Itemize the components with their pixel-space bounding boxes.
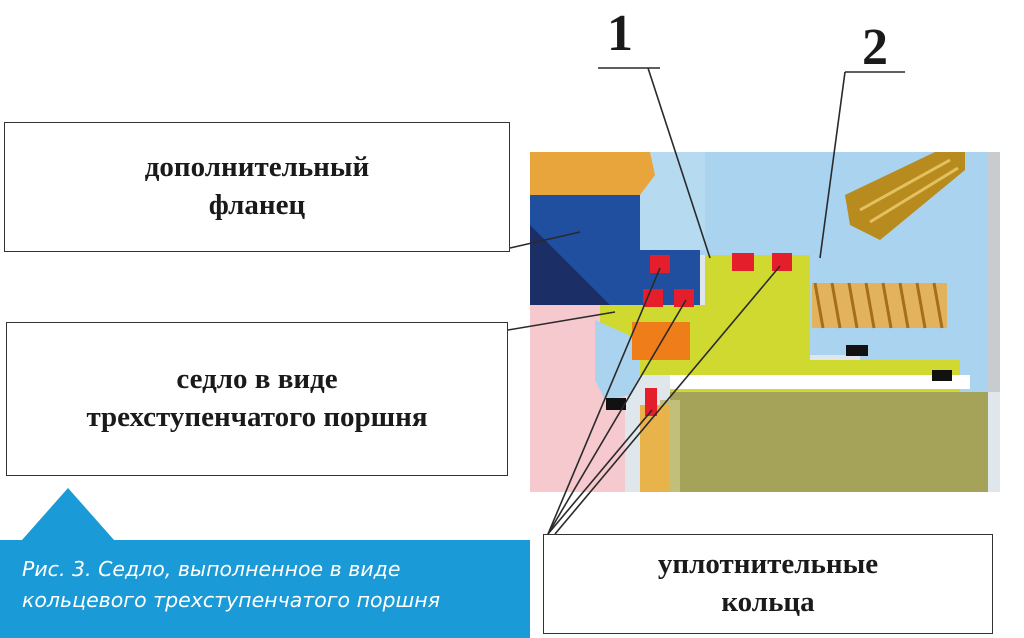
caption-pointer xyxy=(22,488,114,540)
callout-number-2: 2 xyxy=(862,19,888,76)
ring-leader-4 xyxy=(547,409,653,535)
flange-leader xyxy=(509,231,581,249)
num2-leader xyxy=(819,71,846,259)
rings-label-line2: кольца xyxy=(721,586,815,618)
housing-left-part xyxy=(640,152,705,250)
flange-shadow xyxy=(530,225,610,305)
ring-leader-1 xyxy=(547,267,661,535)
num1-leader xyxy=(647,67,711,259)
label-stepped-piston-seat: седло в виде трехступенчатого поршня xyxy=(6,322,508,476)
ring-leader-2 xyxy=(547,299,687,535)
ring-leader-3 xyxy=(554,265,781,535)
caption-line1: Рис. 3. Седло, выполненное в виде xyxy=(22,557,401,581)
caption-line2: кольцевого трехступенчатого поршня xyxy=(22,587,441,612)
spring xyxy=(812,282,947,329)
seat-label-line2: трехступенчатого поршня xyxy=(86,401,428,433)
black-seals xyxy=(606,345,952,410)
leader-lines xyxy=(507,67,905,535)
figure-caption: Рис. 3. Седло, выполненное в виде кольце… xyxy=(0,540,530,638)
gap-strip xyxy=(670,375,970,389)
pipe-highlight xyxy=(859,158,959,224)
red-seal-rings xyxy=(643,253,792,416)
seat-wedge xyxy=(595,320,640,400)
seat-label-line1: седло в виде xyxy=(176,363,338,396)
flange-label-line2: фланец xyxy=(208,189,306,221)
housing-right-strip xyxy=(988,152,1000,392)
callout-number-1: 1 xyxy=(607,5,633,62)
label-additional-flange: дополнительный фланец xyxy=(4,122,510,252)
label-seal-rings: уплотнительные кольца xyxy=(543,534,993,634)
cross-section-drawing xyxy=(530,152,1000,492)
gold-top-left xyxy=(530,152,655,195)
lower-body xyxy=(670,392,988,492)
seat-leader xyxy=(507,311,616,331)
rings-label-line1: уплотнительные xyxy=(657,548,879,581)
flange-label-line1: дополнительный xyxy=(144,151,370,184)
